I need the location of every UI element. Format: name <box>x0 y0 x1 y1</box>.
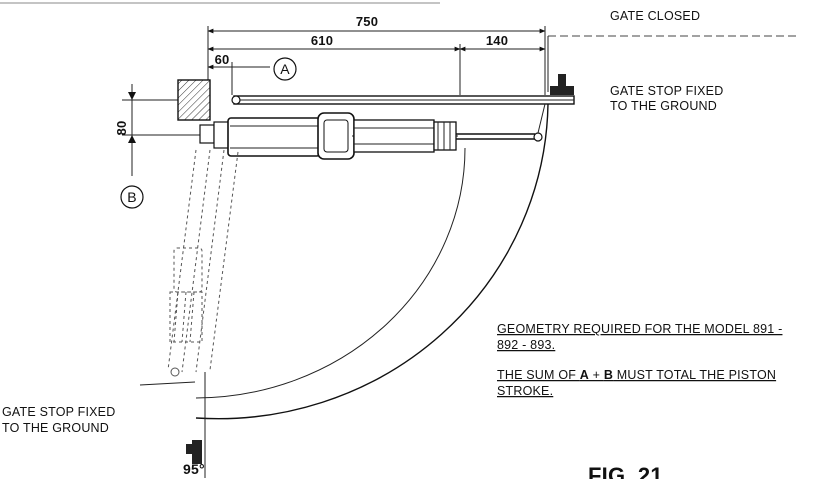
dimension-lines <box>122 26 546 176</box>
gate-stop-left-line2: TO THE GROUND <box>2 421 109 435</box>
gate-stop-right-line1: GATE STOP FIXED <box>610 84 723 98</box>
gate-stop-right <box>550 74 574 95</box>
sum-note-line1: THE SUM OF A + B MUST TOTAL THE PISTON <box>497 368 776 382</box>
gate-stop-left <box>139 372 206 478</box>
gate-stop-left-line1: GATE STOP FIXED <box>2 405 115 419</box>
marker-b: B <box>120 185 144 209</box>
geometry-note-line2: 892 - 893. <box>497 338 555 352</box>
dim-60-label: 60 <box>215 52 230 67</box>
dim-750-label: 750 <box>356 14 378 29</box>
operator-open-dashed <box>167 149 239 377</box>
figure-label: FIG. 21 <box>588 463 663 479</box>
gate-leaf-closed <box>231 95 575 105</box>
gate-stop-right-line2: TO THE GROUND <box>610 99 717 113</box>
pillar <box>177 79 211 121</box>
dim-140-label: 140 <box>486 33 508 48</box>
angle-label: 95° <box>183 461 205 477</box>
dim-80-label: 80 <box>114 121 129 136</box>
operator-closed <box>199 103 546 160</box>
dim-610-label: 610 <box>311 33 333 48</box>
sum-note-line2: STROKE. <box>497 384 553 398</box>
marker-b-label: B <box>127 189 137 205</box>
swing-arc-outer <box>195 103 549 420</box>
marker-a-label: A <box>280 61 290 77</box>
marker-a: A <box>273 57 297 81</box>
swing-arc-inner <box>195 147 466 399</box>
geometry-note-line1: GEOMETRY REQUIRED FOR THE MODEL 891 - <box>497 322 782 336</box>
gate-closed-label: GATE CLOSED <box>610 9 700 23</box>
